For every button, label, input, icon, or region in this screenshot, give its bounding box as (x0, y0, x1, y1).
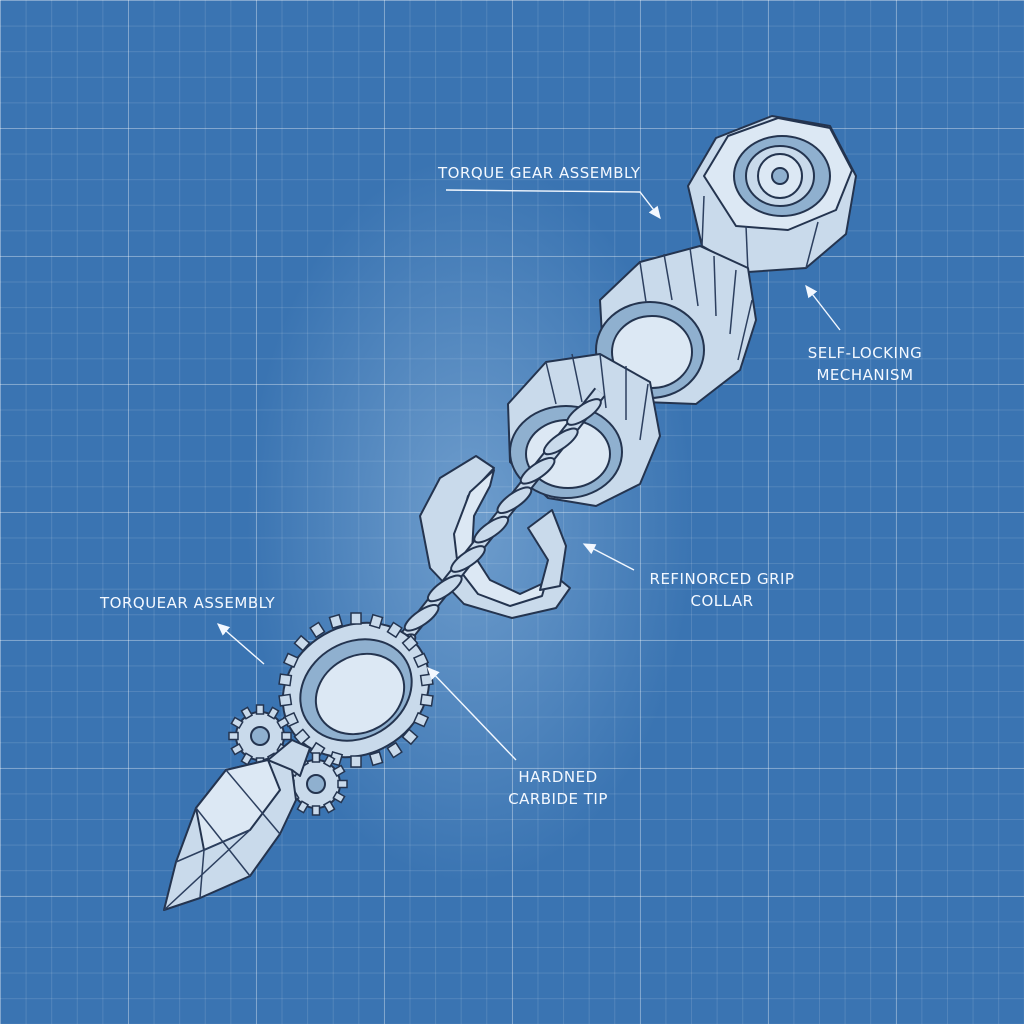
label-self-locking-line2: MECHANISM (816, 366, 914, 384)
label-self-locking-line1: SELF-LOCKING (807, 344, 923, 362)
lower-gear-ring (278, 612, 434, 768)
leader-grip-collar (582, 543, 635, 571)
label-hardned-line2: CARBIDE TIP (508, 790, 608, 808)
carbide-tip (163, 739, 311, 911)
leader-torquear (216, 623, 265, 665)
leader-torque-gear (445, 189, 661, 220)
label-hardned-line1: HARDNED (518, 768, 598, 786)
small-gear-left (228, 704, 292, 768)
label-refinorced-line1: REFINORCED GRIP (649, 570, 795, 588)
leader-self-locking (805, 284, 841, 331)
label-self-locking-mechanism: SELF-LOCKING MECHANISM (806, 342, 924, 386)
label-torquear-assembly: TORQUEAR ASSEMBLY (100, 594, 276, 612)
label-hardned-carbide-tip: HARDNED CARBIDE TIP (500, 766, 616, 810)
label-refinorced-line2: COLLAR (690, 592, 754, 610)
leader-carbide-tip (427, 666, 517, 761)
hex-cap-nut (687, 115, 857, 273)
label-refinorced-grip-collar: REFINORCED GRIP COLLAR (646, 568, 798, 612)
label-torque-gear-assembly: TORQUE GEAR ASSEMBLY (438, 164, 641, 182)
